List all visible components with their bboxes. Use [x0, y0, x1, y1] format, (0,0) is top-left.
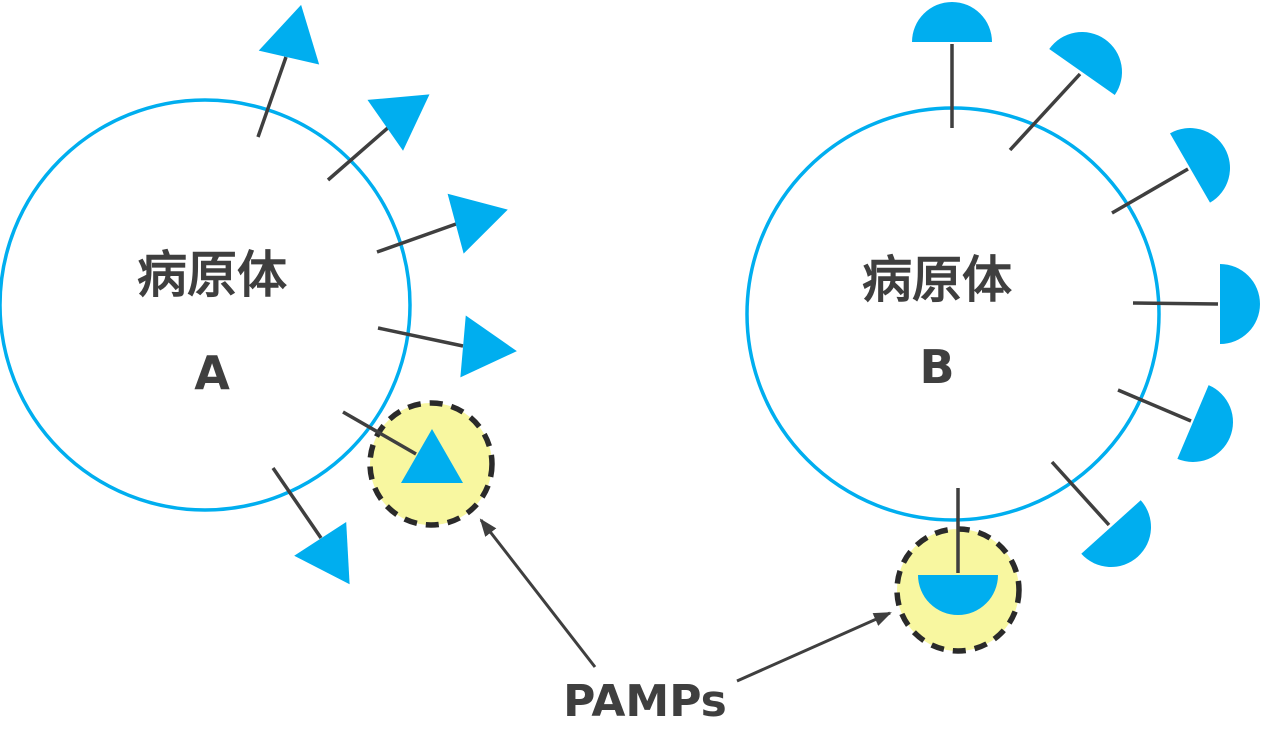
- semicircle-pamp-icon: [1081, 500, 1168, 584]
- semicircle-pamp-icon: [912, 2, 992, 42]
- pamp-stalk: [376, 222, 457, 254]
- pamp-stalk: [377, 326, 464, 348]
- pathogen-b-name: 病原体: [862, 251, 1012, 309]
- triangle-pamp-icon: [460, 315, 520, 383]
- semicircle-pamp-icon: [1170, 113, 1245, 203]
- pamp-stalk: [1008, 72, 1082, 152]
- pathogen-b-letter: B: [919, 340, 954, 394]
- pamp-stalk: [326, 124, 392, 182]
- pathogen-a-letter: A: [194, 346, 230, 400]
- pamp-stalk: [1111, 167, 1189, 215]
- pamps-arrow-a: [479, 518, 597, 668]
- pamp-stalk: [271, 467, 323, 539]
- pamp-stalk: [256, 56, 288, 138]
- pathogen-a-group: 病原体 A: [0, 0, 520, 602]
- pamps-arrow-b: [736, 611, 892, 683]
- pamp-stalk: [342, 410, 417, 456]
- triangle-pamp-icon: [294, 522, 376, 602]
- semicircle-pamp-icon: [1177, 385, 1246, 475]
- triangle-pamp-icon: [367, 68, 448, 151]
- pathogen-b-group: 病原体 B: [745, 2, 1260, 654]
- semicircle-pamp-icon: [1220, 264, 1260, 344]
- pamp-stalk: [1117, 388, 1192, 423]
- triangle-pamp-icon: [258, 0, 332, 65]
- pamp-stalk: [1132, 301, 1219, 306]
- triangle-pamp-icon: [447, 179, 516, 254]
- pamp-stalk: [1050, 460, 1111, 527]
- pamps-label: PAMPs: [563, 676, 727, 727]
- pathogen-a-membrane: [0, 98, 412, 512]
- semicircle-pamp-icon: [1049, 16, 1138, 95]
- pamps-annotation-group: PAMPs: [479, 518, 892, 727]
- pathogen-a-name: 病原体: [137, 246, 287, 304]
- pathogen-b-membrane: [745, 106, 1161, 522]
